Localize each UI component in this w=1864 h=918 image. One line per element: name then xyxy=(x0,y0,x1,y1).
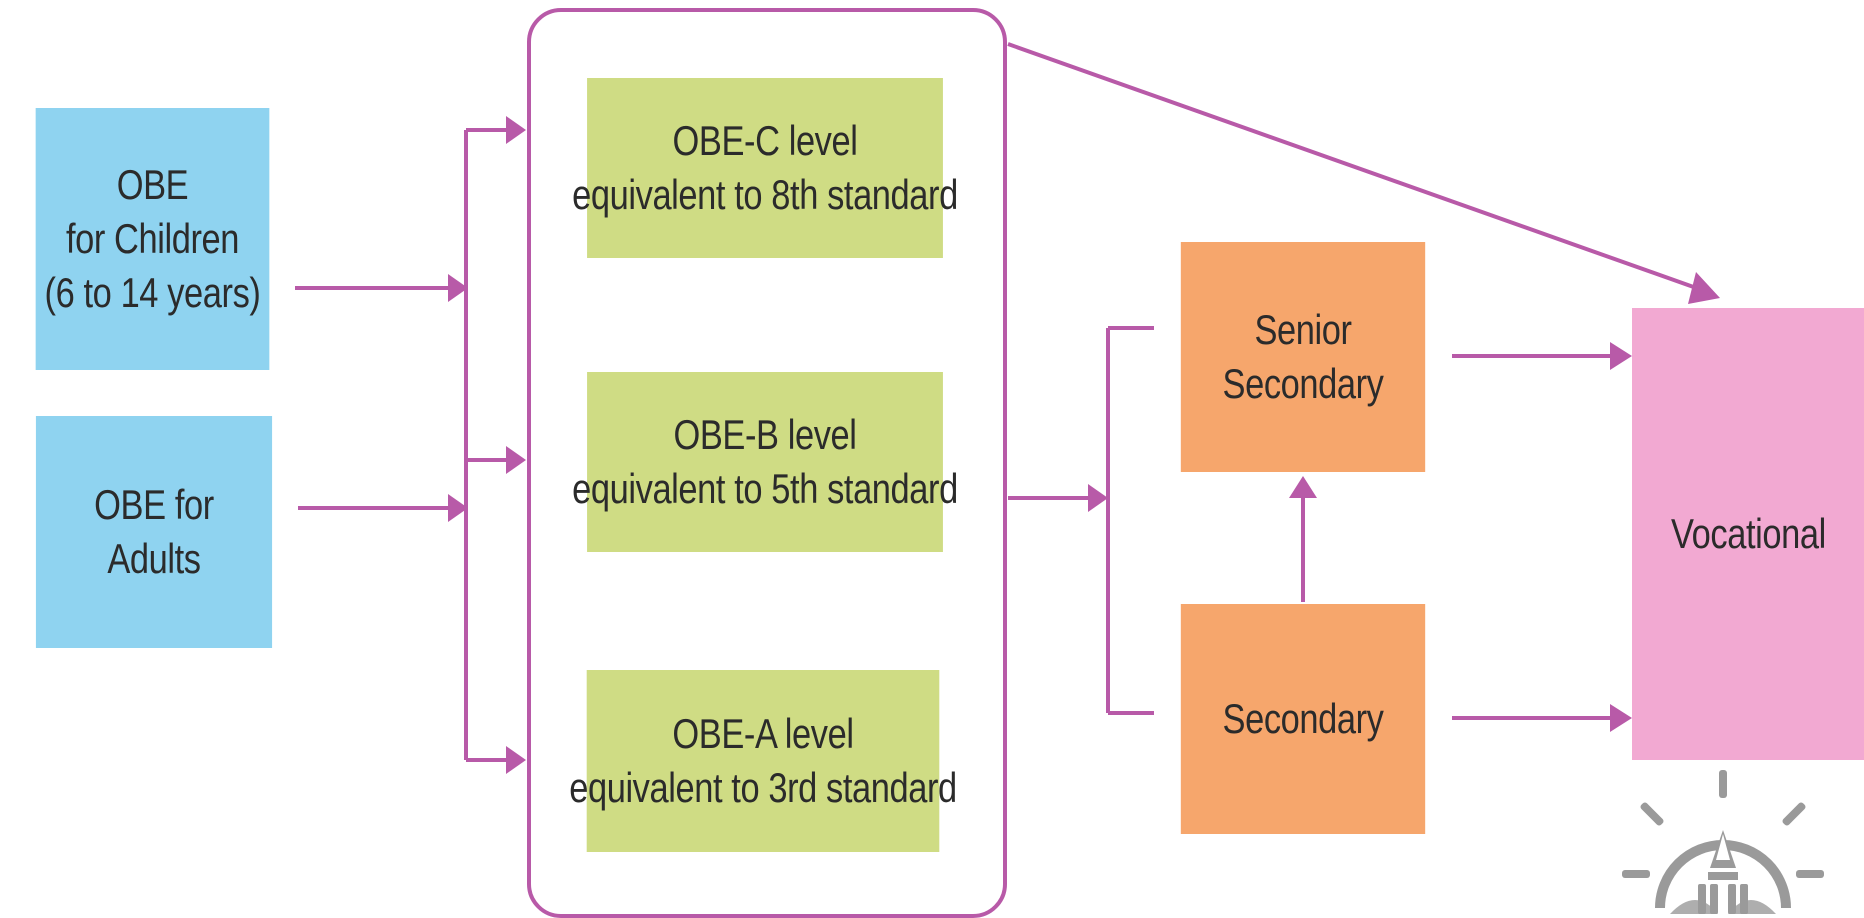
node-secondary: Secondary xyxy=(1180,604,1426,834)
arrowhead-obe-c xyxy=(506,116,526,144)
node-obe-adults: OBE for Adults xyxy=(35,416,273,648)
node-secondary-line-1: Secondary xyxy=(1222,695,1384,743)
arrowhead-obe-b xyxy=(506,446,526,474)
lamp-book-sun-logo-icon xyxy=(1622,770,1824,914)
node-obe-children-line-1: OBE xyxy=(116,161,189,209)
node-obe-children: OBE for Children (6 to 14 years) xyxy=(35,108,270,370)
node-senior-secondary-line-2: Secondary xyxy=(1222,360,1384,407)
node-obe-c-line-2: equivalent to 8th standard xyxy=(572,171,958,218)
arrowhead-vocational-top xyxy=(1610,342,1632,370)
node-obe-adults-line-1: OBE for xyxy=(94,481,214,529)
node-obe-a-line-1: OBE-A level xyxy=(672,710,854,758)
arrow-obe-to-vocational xyxy=(1007,42,1703,292)
node-obe-children-line-3: (6 to 14 years) xyxy=(44,268,261,316)
node-obe-c-level: OBE-C level equivalent to 8th standard xyxy=(572,78,958,258)
node-obe-a-line-2: equivalent to 3rd standard xyxy=(569,764,957,811)
arrowhead-vocational-diagonal xyxy=(1688,272,1720,304)
node-obe-children-line-2: for Children xyxy=(65,215,240,263)
arrowhead-vocational-bottom xyxy=(1610,704,1632,732)
arrowhead-adults xyxy=(448,494,468,522)
arrowhead-children xyxy=(448,274,468,302)
arrowhead-obe-a xyxy=(506,746,526,774)
node-obe-adults-line-2: Adults xyxy=(107,535,201,582)
node-vocational-line-1: Vocational xyxy=(1670,510,1826,558)
arrowhead-junction xyxy=(1088,484,1108,512)
node-obe-a-level: OBE-A level equivalent to 3rd standard xyxy=(569,670,957,852)
arrowhead-senior-from-secondary xyxy=(1289,476,1317,498)
obe-levels-frame xyxy=(527,8,1007,918)
node-obe-b-line-1: OBE-B level xyxy=(673,411,857,459)
node-obe-b-level: OBE-B level equivalent to 5th standard xyxy=(572,372,958,552)
node-vocational: Vocational xyxy=(1632,308,1864,760)
node-obe-b-line-2: equivalent to 5th standard xyxy=(572,465,958,512)
node-senior-secondary: Senior Secondary xyxy=(1180,242,1426,472)
node-senior-secondary-line-1: Senior xyxy=(1254,306,1352,354)
node-obe-c-line-1: OBE-C level xyxy=(672,117,858,165)
